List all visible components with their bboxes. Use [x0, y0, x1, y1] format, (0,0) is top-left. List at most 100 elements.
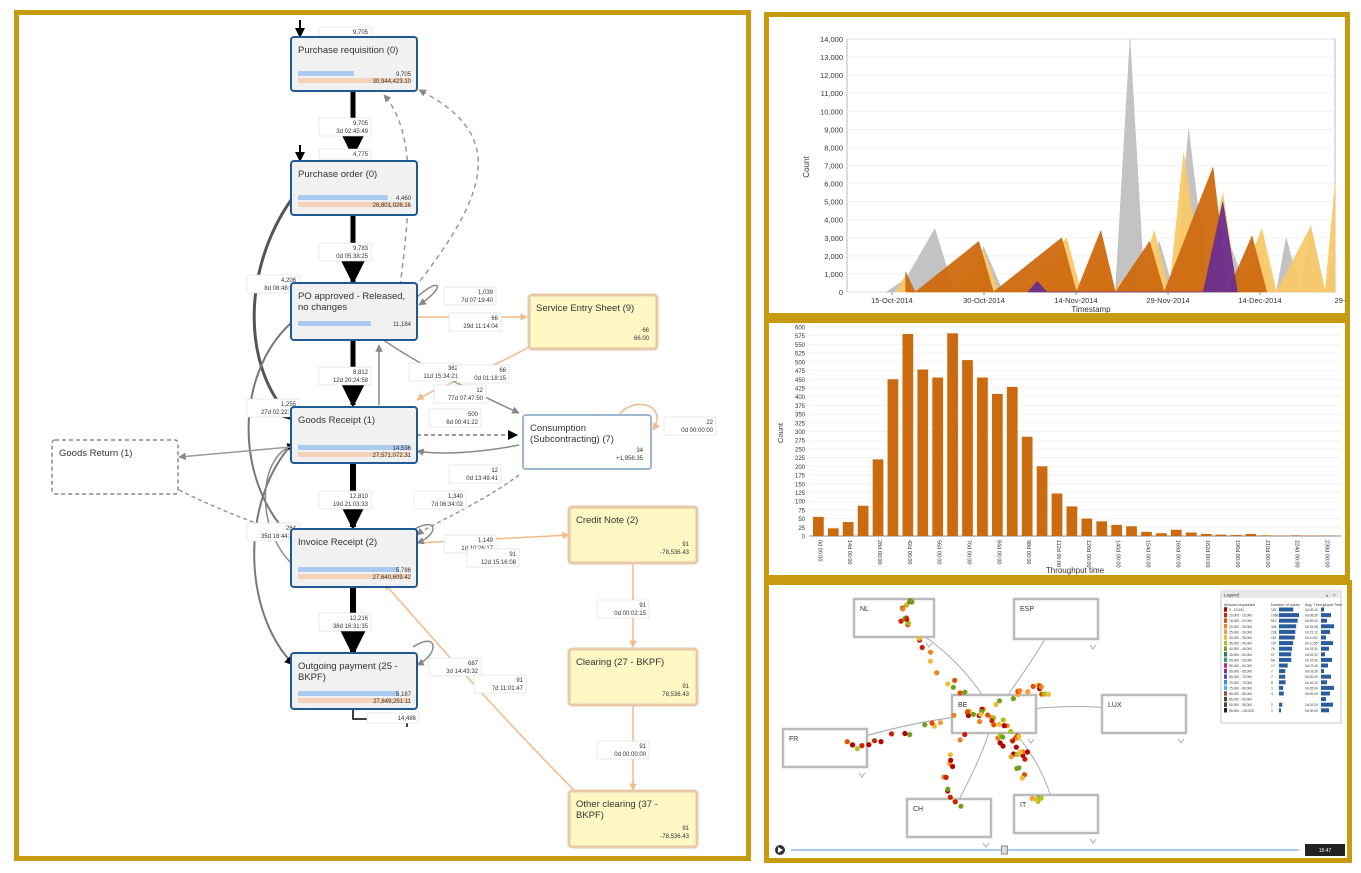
- process-edge[interactable]: [253, 444, 295, 666]
- y-tick-label: 9,000: [824, 125, 843, 134]
- process-edge[interactable]: [412, 640, 434, 666]
- activity-node-box[interactable]: [290, 36, 418, 92]
- legend-cases-bar: [1279, 685, 1284, 690]
- legend-col-amount: Amount requested: [1224, 603, 1255, 607]
- activity-node-pr[interactable]: Purchase requisition (0)9,70530,944,423.…: [290, 36, 418, 92]
- activity-node-box[interactable]: [567, 647, 699, 707]
- y-tick-label: 1,000: [824, 270, 843, 279]
- edge-label-box: [443, 286, 497, 306]
- activity-node-box[interactable]: [527, 293, 659, 351]
- histogram-bar: [887, 379, 899, 536]
- case-token: [1000, 734, 1006, 740]
- legend-time-bar: [1321, 685, 1334, 690]
- x-tick-label: 126d 00:00: [1085, 540, 1091, 568]
- process-edge[interactable]: [416, 474, 520, 536]
- case-token: [945, 681, 951, 687]
- legend-time: 0d 02:22: [1305, 653, 1318, 657]
- legend-time: 0d 00:12: [1305, 608, 1318, 612]
- frequency-value: 14,536: [393, 446, 412, 452]
- process-edge[interactable]: [252, 199, 296, 422]
- process-edge[interactable]: [178, 446, 292, 461]
- case-token: [902, 730, 908, 737]
- map-region-box[interactable]: [905, 797, 993, 839]
- process-edge[interactable]: [408, 89, 479, 296]
- process-edge[interactable]: [618, 403, 660, 431]
- legend-time-bar: [1321, 618, 1327, 623]
- activity-node-box[interactable]: [567, 789, 699, 849]
- map-region-box[interactable]: [1012, 793, 1100, 835]
- edge-label-duration: 19d 21:03:33: [333, 502, 369, 508]
- process-edge[interactable]: [416, 444, 520, 456]
- process-edge[interactable]: [412, 284, 439, 306]
- legend-cases-bar: [1279, 635, 1295, 640]
- legend-collapse-icon[interactable]: ▴: [1326, 593, 1329, 598]
- frequency-bar: [298, 195, 388, 200]
- activity-node-box[interactable]: [567, 505, 699, 565]
- histogram-bar: [1245, 533, 1257, 536]
- edge-label-e-start-po: 4,775: [318, 148, 372, 160]
- activity-node-box[interactable]: [522, 414, 652, 470]
- legend-range: 70,000 - 75,000: [1229, 681, 1252, 685]
- legend-range: 10,000 - 15,000: [1229, 614, 1252, 618]
- histogram-bar: [977, 377, 988, 536]
- process-edge[interactable]: [412, 523, 434, 545]
- edge-label-frequency: 4,206: [281, 278, 297, 284]
- activity-node-box[interactable]: [290, 160, 418, 216]
- legend-cases: 58: [1271, 658, 1275, 662]
- legend-close-icon[interactable]: ×: [1333, 593, 1336, 598]
- map-region-box[interactable]: [781, 727, 869, 769]
- activity-node-op[interactable]: Outgoing payment (25 -BKPF)5,18727,849,2…: [290, 652, 418, 710]
- activity-node-cons[interactable]: Consumption(Subcontracting) (7)34+1,956.…: [522, 414, 652, 470]
- process-edge[interactable]: [264, 443, 295, 564]
- process-edge[interactable]: [247, 322, 295, 541]
- timestamp-area-chart: 01,0002,0003,0004,0005,0006,0007,0008,00…: [802, 35, 1345, 313]
- process-edge[interactable]: [383, 94, 410, 296]
- edge-label-duration: 27d 02:22:17: [261, 410, 297, 416]
- map-region-fr[interactable]: FR: [781, 727, 869, 778]
- legend-time: 0d 21:11: [1305, 630, 1318, 634]
- play-icon: [778, 847, 783, 853]
- case-token: [957, 737, 963, 743]
- timeline-handle[interactable]: [1000, 845, 1008, 855]
- map-region-it[interactable]: IT: [1012, 793, 1100, 844]
- edge-label-box: [473, 674, 527, 694]
- map-region-box[interactable]: [1100, 693, 1188, 735]
- y-tick-label: 150: [795, 482, 806, 488]
- case-token: [878, 739, 884, 745]
- activity-node-box[interactable]: [290, 528, 418, 588]
- activity-node-cn[interactable]: Credit Note (2)91-78,536.43: [567, 505, 699, 565]
- map-region-box[interactable]: [1012, 597, 1100, 641]
- x-tick-label: 196d 00:00: [1234, 540, 1240, 568]
- map-region-lux[interactable]: LUX: [1100, 693, 1188, 744]
- process-edge[interactable]: [178, 489, 292, 537]
- legend-time-bar: [1321, 641, 1333, 646]
- histogram-bar: [813, 516, 824, 536]
- case-token: [977, 718, 983, 725]
- case-token: [965, 709, 971, 715]
- activity-node-box[interactable]: [51, 439, 179, 495]
- edge-label-frequency: 9,705: [353, 121, 369, 127]
- case-token: [1038, 795, 1044, 801]
- map-region-nl[interactable]: NL: [852, 597, 936, 648]
- activity-node-oc[interactable]: Other clearing (37 -BKPF)91-78,536.43: [567, 789, 699, 849]
- map-region-box[interactable]: [852, 597, 936, 639]
- map-region-ch[interactable]: CH: [905, 797, 993, 848]
- y-tick-label: 14,000: [820, 35, 843, 44]
- histogram-bar: [917, 369, 929, 536]
- activity-node-gret[interactable]: Goods Return (1): [51, 439, 179, 495]
- edge-label-duration: 11d 15:34:21: [423, 374, 458, 380]
- map-region-esp[interactable]: ESP: [1012, 597, 1100, 650]
- process-edge[interactable]: [383, 582, 580, 796]
